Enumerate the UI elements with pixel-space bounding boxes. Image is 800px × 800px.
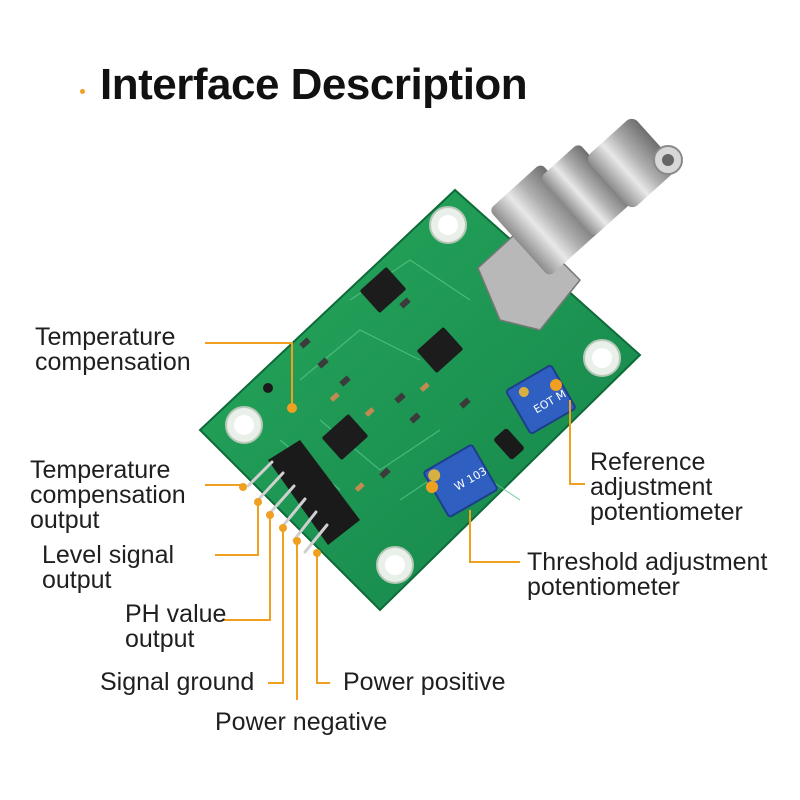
label-level-signal-output: Level signal output (42, 541, 175, 594)
leader-lines (205, 342, 585, 700)
ic-chip (360, 267, 406, 313)
temperature-sensor (263, 383, 273, 393)
ic-chip (417, 327, 463, 373)
label-temperature-compensation: Temperature compensation (35, 323, 191, 376)
ic-chip (322, 414, 368, 460)
title-bullet-dot (80, 89, 85, 94)
mounting-hole (225, 406, 263, 444)
label-threshold-potentiometer: Threshold adjustment potentiometer (527, 548, 768, 601)
mounting-hole (583, 339, 621, 377)
transistor (494, 428, 524, 460)
pin-header (246, 440, 360, 554)
label-temperature-compensation-output: Temperature compensation output (30, 456, 186, 534)
label-power-positive: Power positive (343, 668, 506, 696)
label-power-negative: Power negative (215, 708, 388, 736)
smd-components (299, 297, 471, 479)
bnc-connector (477, 118, 683, 331)
header-pins (246, 460, 329, 554)
label-ph-value-output: PH value output (125, 600, 227, 653)
label-signal-ground: Signal ground (100, 668, 255, 696)
callout-dots (239, 379, 562, 557)
threshold-potentiometer: W 103 (423, 444, 498, 518)
label-reference-potentiometer: Reference adjustment potentiometer (590, 448, 743, 526)
smd-resistors (329, 382, 430, 492)
mounting-hole (376, 546, 414, 584)
mounting-hole (429, 206, 467, 244)
page-title: Interface Description (100, 60, 528, 109)
